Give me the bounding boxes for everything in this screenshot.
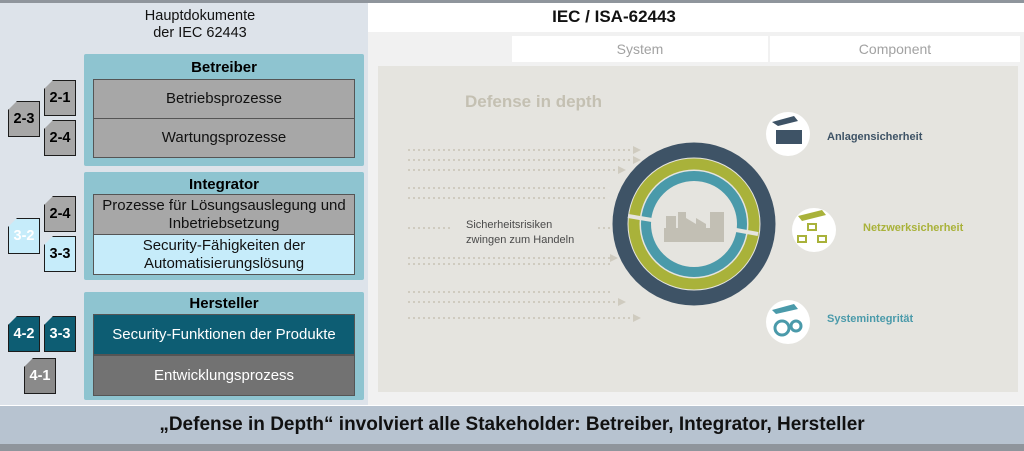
doc-badge-4-1: 4-1	[24, 358, 56, 394]
box-loesungsauslegung: Prozesse für Lösungsauslegung und Inbetr…	[93, 194, 355, 235]
system-icon	[766, 300, 810, 344]
ring-outer	[612, 142, 776, 306]
box-wartungsprozesse: Wartungsprozesse	[93, 118, 355, 158]
column-header-component: Component	[770, 36, 1020, 62]
box-betriebsprozesse: Betriebsprozesse	[93, 79, 355, 119]
label-systemintegritaet: Systemintegrität	[827, 313, 914, 325]
doc-badge-4-2: 4-2	[8, 316, 40, 352]
doc-badge-3-3-integrator: 3-3	[44, 236, 76, 272]
anlagen-icon	[766, 112, 810, 156]
label-netzwerksicherheit: Netzwerksicherheit	[863, 222, 964, 234]
doc-badge-2-3: 2-3	[8, 101, 40, 137]
factory-icon	[664, 212, 724, 242]
footer-banner: „Defense in Depth“ involviert alle Stake…	[0, 406, 1024, 444]
doc-badge-2-4-integrator: 2-4	[44, 196, 76, 232]
netzwerk-icon	[792, 208, 836, 252]
standard-title: IEC / ISA-62443	[552, 7, 676, 26]
group-title-hersteller: Hersteller	[189, 295, 259, 312]
box-security-funktionen: Security-Funktionen der Produkte	[93, 314, 355, 355]
ring-middle	[628, 158, 760, 290]
doc-badge-3-3-hersteller: 3-3	[44, 316, 76, 352]
defense-diagram	[408, 112, 836, 344]
ring-inner	[641, 171, 747, 277]
label-anlagensicherheit: Anlagensicherheit	[827, 131, 923, 143]
group-title-betreiber: Betreiber	[191, 59, 257, 76]
column-header-system: System	[512, 36, 768, 62]
documents-title: Hauptdokumente der IEC 62443	[144, 8, 256, 41]
box-security-faehigkeiten: Security-Fähigkeiten der Automatisierung…	[93, 234, 355, 275]
bottom-rule	[0, 444, 1024, 451]
group-title-integrator: Integrator	[188, 176, 259, 193]
doc-badge-3-2: 3-2	[8, 218, 40, 254]
doc-badge-2-4: 2-4	[44, 120, 76, 156]
defense-title: Defense in depth	[465, 92, 602, 111]
top-rule	[0, 0, 1024, 3]
risk-text: Sicherheitsrisiken zwingen zum Handeln	[466, 219, 575, 246]
box-entwicklungsprozess: Entwicklungsprozess	[93, 355, 355, 396]
doc-badge-2-1: 2-1	[44, 80, 76, 116]
